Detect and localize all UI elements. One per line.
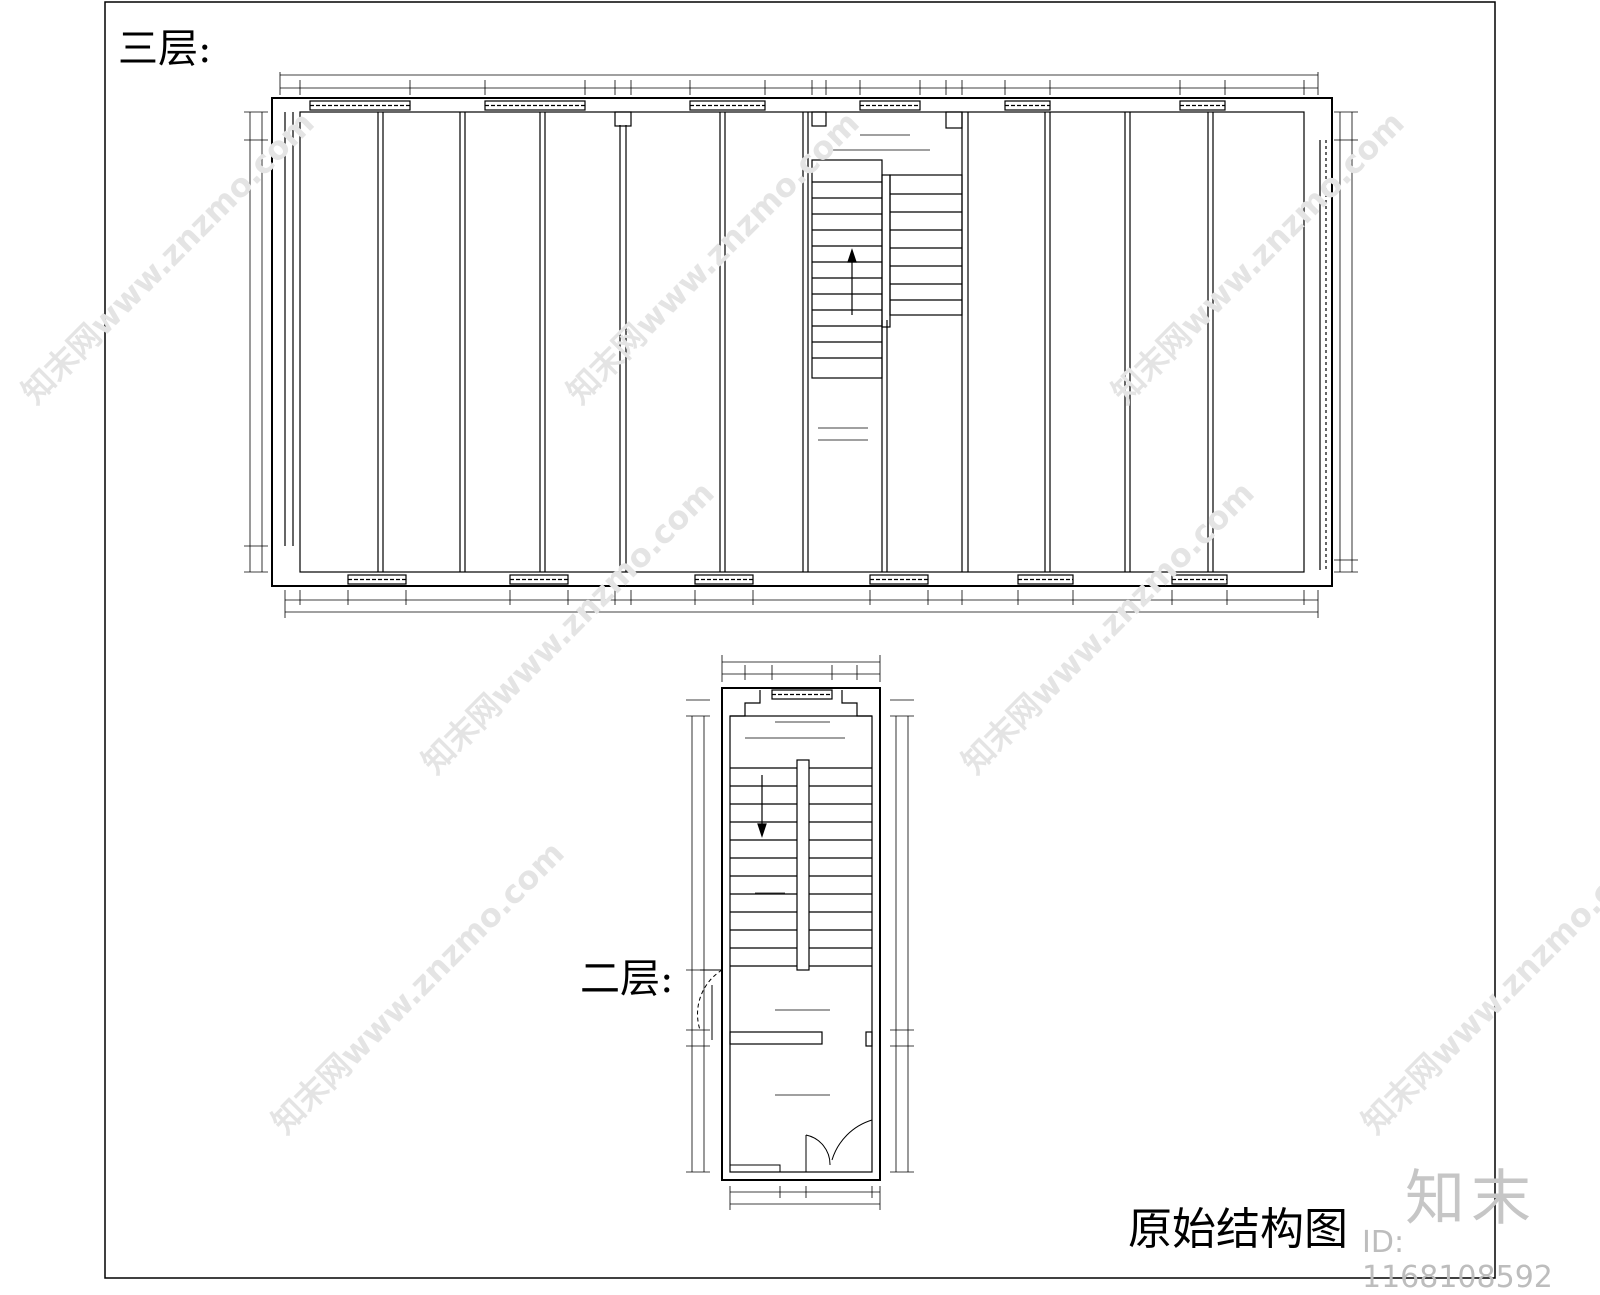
floor3-bottom-windows [347, 574, 1228, 585]
floor2-left-dimension [686, 699, 710, 1173]
floor2-right-dimension [890, 699, 914, 1173]
sheet-frame [104, 1, 1496, 1279]
floor3-bottom-dimension [284, 590, 1319, 618]
watermark-id: ID: 1168108592 [1362, 1225, 1553, 1295]
floor3-plan [244, 72, 1358, 618]
floor2-doors [697, 969, 873, 1173]
floor3-right-dimension [1334, 111, 1358, 573]
floor2-plan [686, 655, 914, 1210]
floor2-staircase [730, 759, 872, 971]
floor3-beams [377, 111, 1214, 572]
drawing-title: 原始结构图 [1128, 1204, 1348, 1255]
watermark-logo: 知末 [1405, 1164, 1537, 1234]
floor3-annotations [818, 134, 930, 441]
floor3-staircase [811, 159, 963, 379]
floor3-top-windows [309, 100, 1226, 111]
floor2-top-dimension [721, 655, 881, 682]
floor2-annotations [745, 721, 845, 1096]
floor2-bottom-dimension [729, 1186, 881, 1210]
floor3-top-dimension [279, 72, 1319, 95]
floor3-label: 三层: [118, 26, 212, 72]
floor2-label: 二层: [580, 956, 674, 1002]
floor3-left-dimension [244, 111, 268, 573]
